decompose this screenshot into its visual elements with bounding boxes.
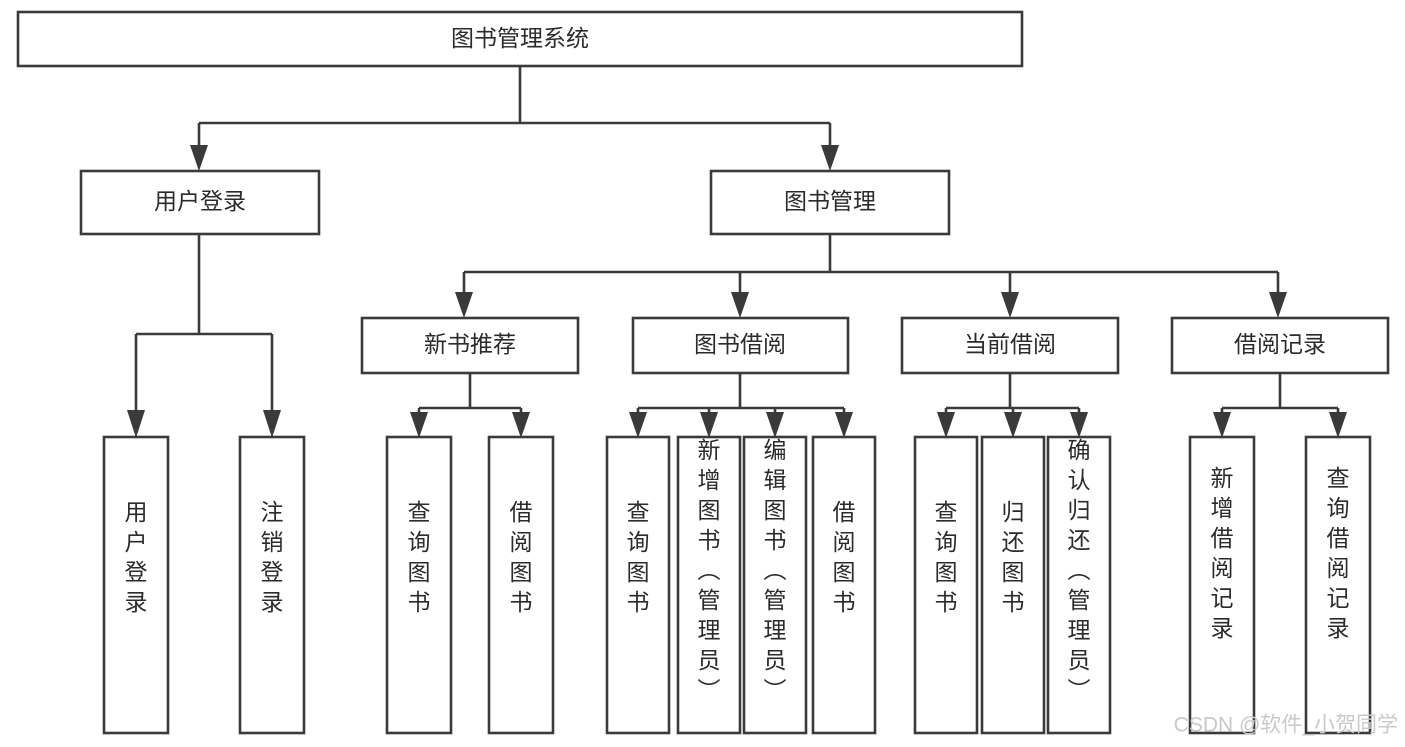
node-leaf-search-book-3[interactable]: 查询图书 [913,435,979,735]
node-borrow-record-label: 借阅记录 [1234,331,1326,357]
node-leaf-user-login-label: 用户登录 [125,499,148,615]
node-leaf-edit-book[interactable]: 编辑图书︵管理员︶ [742,435,808,735]
node-leaf-borrow-book-1-label: 借阅图书 [510,499,533,615]
arrow-current-leaf1-icon [937,412,955,438]
node-book-management[interactable]: 图书管理 [709,169,951,236]
node-book-management-box[interactable] [709,169,951,236]
node-new-book-recommend-label: 新书推荐 [424,331,516,357]
arrow-newbook-leaf2-icon [512,412,530,438]
node-user-login-label: 用户登录 [154,188,246,214]
node-leaf-add-book[interactable]: 新增图书︵管理员︶ [676,435,742,735]
arrow-current-leaf2-icon [1004,412,1022,438]
node-new-book-recommend-box[interactable] [360,316,580,375]
node-leaf-borrow-book-1[interactable]: 借阅图书 [487,435,555,735]
node-leaf-return-book[interactable]: 归还图书 [980,435,1046,735]
node-leaf-borrow-book-2-label: 借阅图书 [833,499,856,615]
node-leaf-logout-label: 注销登录 [261,499,284,615]
node-book-borrow[interactable]: 图书借阅 [631,316,850,375]
node-leaf-search-book-2-box[interactable] [605,435,671,735]
arrow-root-to-user-icon [190,145,208,171]
watermark-label: CSDN @软件_小贺同学 [1174,714,1398,737]
node-leaf-user-login-box[interactable] [102,435,170,735]
node-leaf-search-book-2-label: 查询图书 [627,499,650,615]
node-leaf-return-book-box[interactable] [980,435,1046,735]
arrow-borrow-leaf2-icon [700,412,718,438]
node-user-login-box[interactable] [79,169,321,236]
arrow-books-child1-icon [455,292,473,318]
arrow-books-child3-icon [1001,292,1019,318]
node-leaf-confirm-return[interactable]: 确认归还︵管理员︶ [1046,435,1112,735]
node-book-borrow-box[interactable] [631,316,850,375]
arrow-record-leaf1-icon [1213,412,1231,438]
node-current-borrow-label: 当前借阅 [964,331,1056,357]
connector-group-root [190,66,839,171]
node-leaf-borrow-book-2-box[interactable] [811,435,877,735]
node-leaf-add-record-box[interactable] [1188,435,1256,735]
node-leaf-borrow-book-2[interactable]: 借阅图书 [811,435,877,735]
node-leaf-return-book-label: 归还图书 [1002,499,1025,615]
arrow-current-leaf3-icon [1070,412,1088,438]
node-leaf-user-login[interactable]: 用户登录 [102,435,170,735]
connector-group-newbook [410,373,530,438]
node-root-label: 图书管理系统 [451,25,589,51]
connector-group-current [937,373,1088,438]
node-leaf-add-book-label: 新增图书︵管理员︶ [698,437,721,703]
node-leaf-edit-book-label: 编辑图书︵管理员︶ [764,437,787,703]
arrow-user-leaf1-icon [127,410,145,438]
arrow-user-leaf2-icon [263,410,281,438]
node-user-login[interactable]: 用户登录 [79,169,321,236]
node-current-borrow-box[interactable] [900,316,1120,375]
node-leaf-confirm-return-box[interactable] [1046,435,1112,735]
node-leaf-search-book-1-box[interactable] [385,435,453,735]
connector-group-user-login [127,234,281,438]
node-borrow-record-box[interactable] [1170,316,1390,375]
node-leaf-search-book-3-box[interactable] [913,435,979,735]
node-book-management-label: 图书管理 [784,188,876,214]
node-leaf-logout[interactable]: 注销登录 [238,435,306,735]
arrow-borrow-leaf1-icon [629,412,647,438]
arrow-books-child4-icon [1269,292,1287,318]
node-leaf-add-record[interactable]: 新增借阅记录 [1188,435,1256,735]
arrow-newbook-leaf1-icon [410,412,428,438]
arrow-borrow-leaf4-icon [835,412,853,438]
arrow-root-to-books-icon [821,145,839,171]
node-leaf-edit-book-box[interactable] [742,435,808,735]
arrow-books-child2-icon [731,292,749,318]
node-leaf-search-book-1-label: 查询图书 [408,499,431,615]
arrow-borrow-leaf3-icon [766,412,784,438]
connector-group-book-mgmt [455,234,1287,318]
node-book-borrow-label: 图书借阅 [694,331,786,357]
node-root-box[interactable] [16,10,1024,68]
node-leaf-logout-box[interactable] [238,435,306,735]
node-leaf-search-record[interactable]: 查询借阅记录 [1304,435,1372,735]
node-leaf-search-record-box[interactable] [1304,435,1372,735]
node-leaf-borrow-book-1-box[interactable] [487,435,555,735]
node-leaf-search-record-label: 查询借阅记录 [1327,465,1350,641]
node-current-borrow[interactable]: 当前借阅 [900,316,1120,375]
node-leaf-confirm-return-label: 确认归还︵管理员︶ [1068,437,1091,703]
node-borrow-record[interactable]: 借阅记录 [1170,316,1390,375]
node-leaf-add-book-box[interactable] [676,435,742,735]
arrow-record-leaf2-icon [1329,412,1347,438]
node-leaf-search-book-3-label: 查询图书 [935,499,958,615]
node-new-book-recommend[interactable]: 新书推荐 [360,316,580,375]
connector-group-borrow [629,373,853,438]
node-leaf-search-book-1[interactable]: 查询图书 [385,435,453,735]
node-leaf-add-record-label: 新增借阅记录 [1211,465,1234,641]
node-leaf-search-book-2[interactable]: 查询图书 [605,435,671,735]
connector-group-record [1213,373,1347,438]
node-root[interactable]: 图书管理系统 [16,10,1024,68]
